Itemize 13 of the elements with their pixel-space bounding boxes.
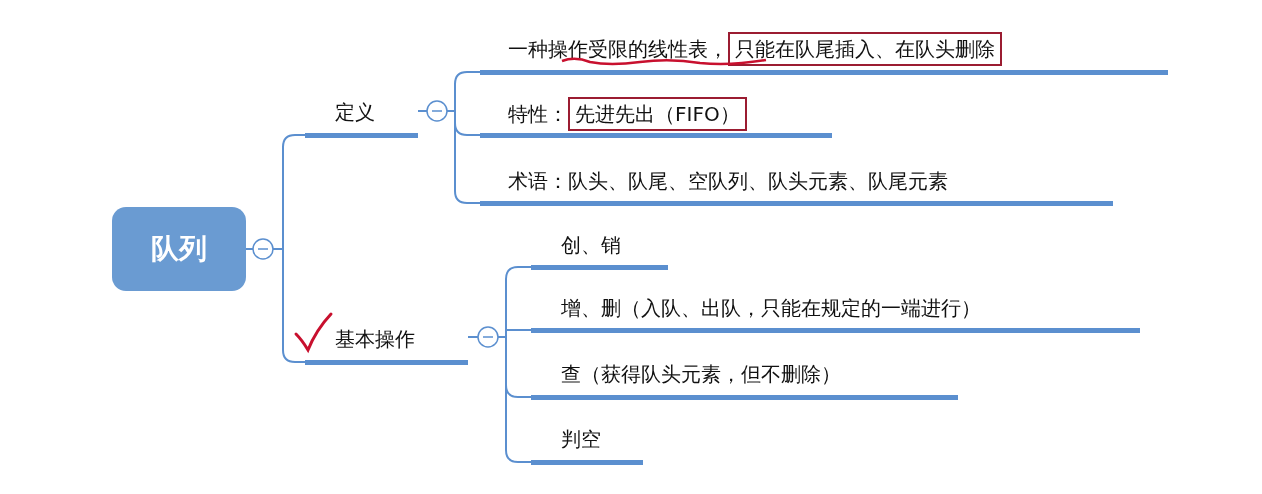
topic-bar: 术语：队头、队尾、空队列、队头元素、队尾元素	[480, 162, 1113, 206]
topic-bar: 创、销	[531, 226, 668, 270]
root-topic-box: 队列	[112, 207, 246, 291]
topic-bar: 基本操作	[305, 318, 468, 365]
highlight-box: 只能在队尾插入、在队头删除	[728, 32, 1002, 66]
topic-bar	[480, 96, 832, 138]
highlight-box: 先进先出（FIFO）	[568, 97, 747, 131]
topic-text: 特性：	[508, 102, 568, 126]
topic-bar: 定义	[305, 92, 418, 138]
topic-bar: 增、删（入队、出队，只能在规定的一端进行）	[531, 288, 1140, 333]
topic-bar: 查（获得队头元素，但不删除）	[531, 354, 958, 400]
topic-text: 一种操作受限的线性表，	[508, 37, 728, 61]
topic-bar: 判空	[531, 418, 643, 465]
